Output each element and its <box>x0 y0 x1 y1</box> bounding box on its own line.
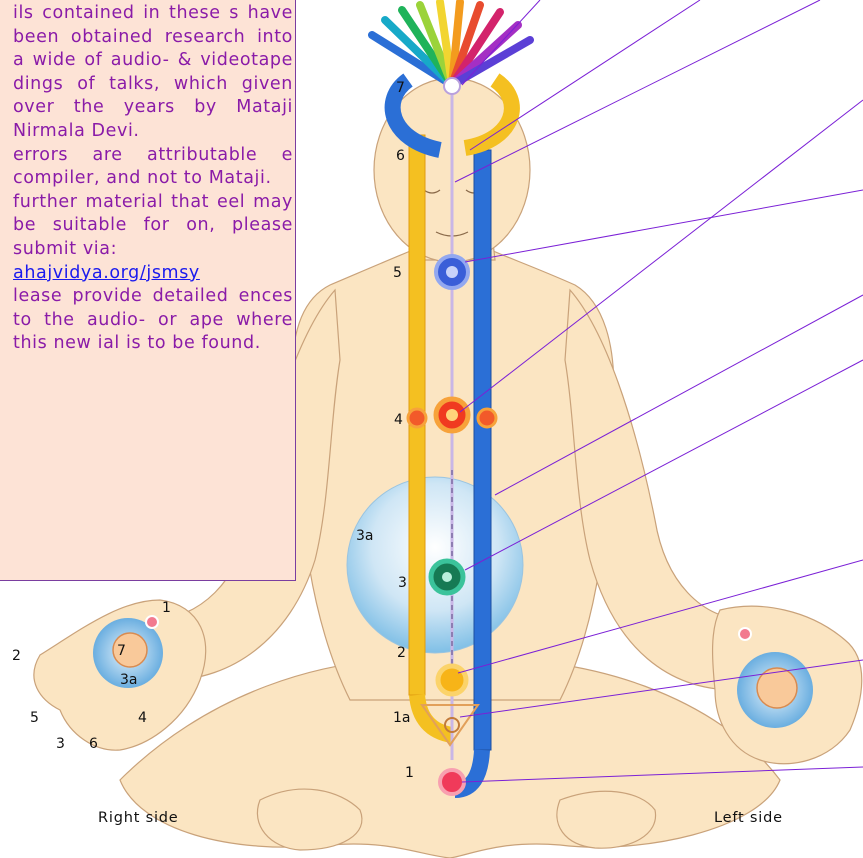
chakra-nabhi <box>431 561 463 593</box>
chakra-vishuddhi <box>436 256 468 288</box>
notice-paragraph-2: errors are attributable e compiler, and … <box>13 144 293 191</box>
notice-text: ils contained in these s have been obtai… <box>13 2 293 356</box>
label-chakra-7: 7 <box>396 80 405 96</box>
chakra-mooladhara <box>440 770 464 794</box>
left-channel-bar <box>474 150 491 750</box>
label-chakra-3: 3 <box>398 575 407 591</box>
label-chakra-6: 6 <box>396 148 405 164</box>
label-chakra-1: 1 <box>405 765 414 781</box>
left-side-label: Left side <box>714 810 783 826</box>
notice-panel: ils contained in these s have been obtai… <box>0 0 296 581</box>
right-hand-dot-1 <box>146 616 158 628</box>
label-hand-2: 2 <box>12 648 21 664</box>
label-hand-5: 5 <box>30 710 39 726</box>
label-hand-4: 4 <box>138 710 147 726</box>
label-chakra-4: 4 <box>394 412 403 428</box>
notice-paragraph-3: further material that eel may be suitabl… <box>13 191 293 262</box>
label-chakra-2: 2 <box>397 645 406 661</box>
label-chakra-5: 5 <box>393 265 402 281</box>
notice-paragraph-1: ils contained in these s have been obtai… <box>13 2 293 144</box>
notice-paragraph-4: lease provide detailed ences to the audi… <box>13 285 293 356</box>
label-hand-1: 1 <box>162 600 171 616</box>
left-hand-dot-1 <box>739 628 751 640</box>
label-chakra-1a: 1a <box>393 710 411 726</box>
label-hand-7: 7 <box>117 643 126 659</box>
chakra-swadishthan <box>438 666 466 694</box>
label-hand-3a: 3a <box>120 672 138 688</box>
label-chakra-3a: 3a <box>356 528 374 544</box>
submission-link[interactable]: ahajvidya.org/jsmsy <box>13 263 200 283</box>
right-side-label: Right side <box>98 810 179 826</box>
label-hand-3: 3 <box>56 736 65 752</box>
label-hand-6: 6 <box>89 736 98 752</box>
